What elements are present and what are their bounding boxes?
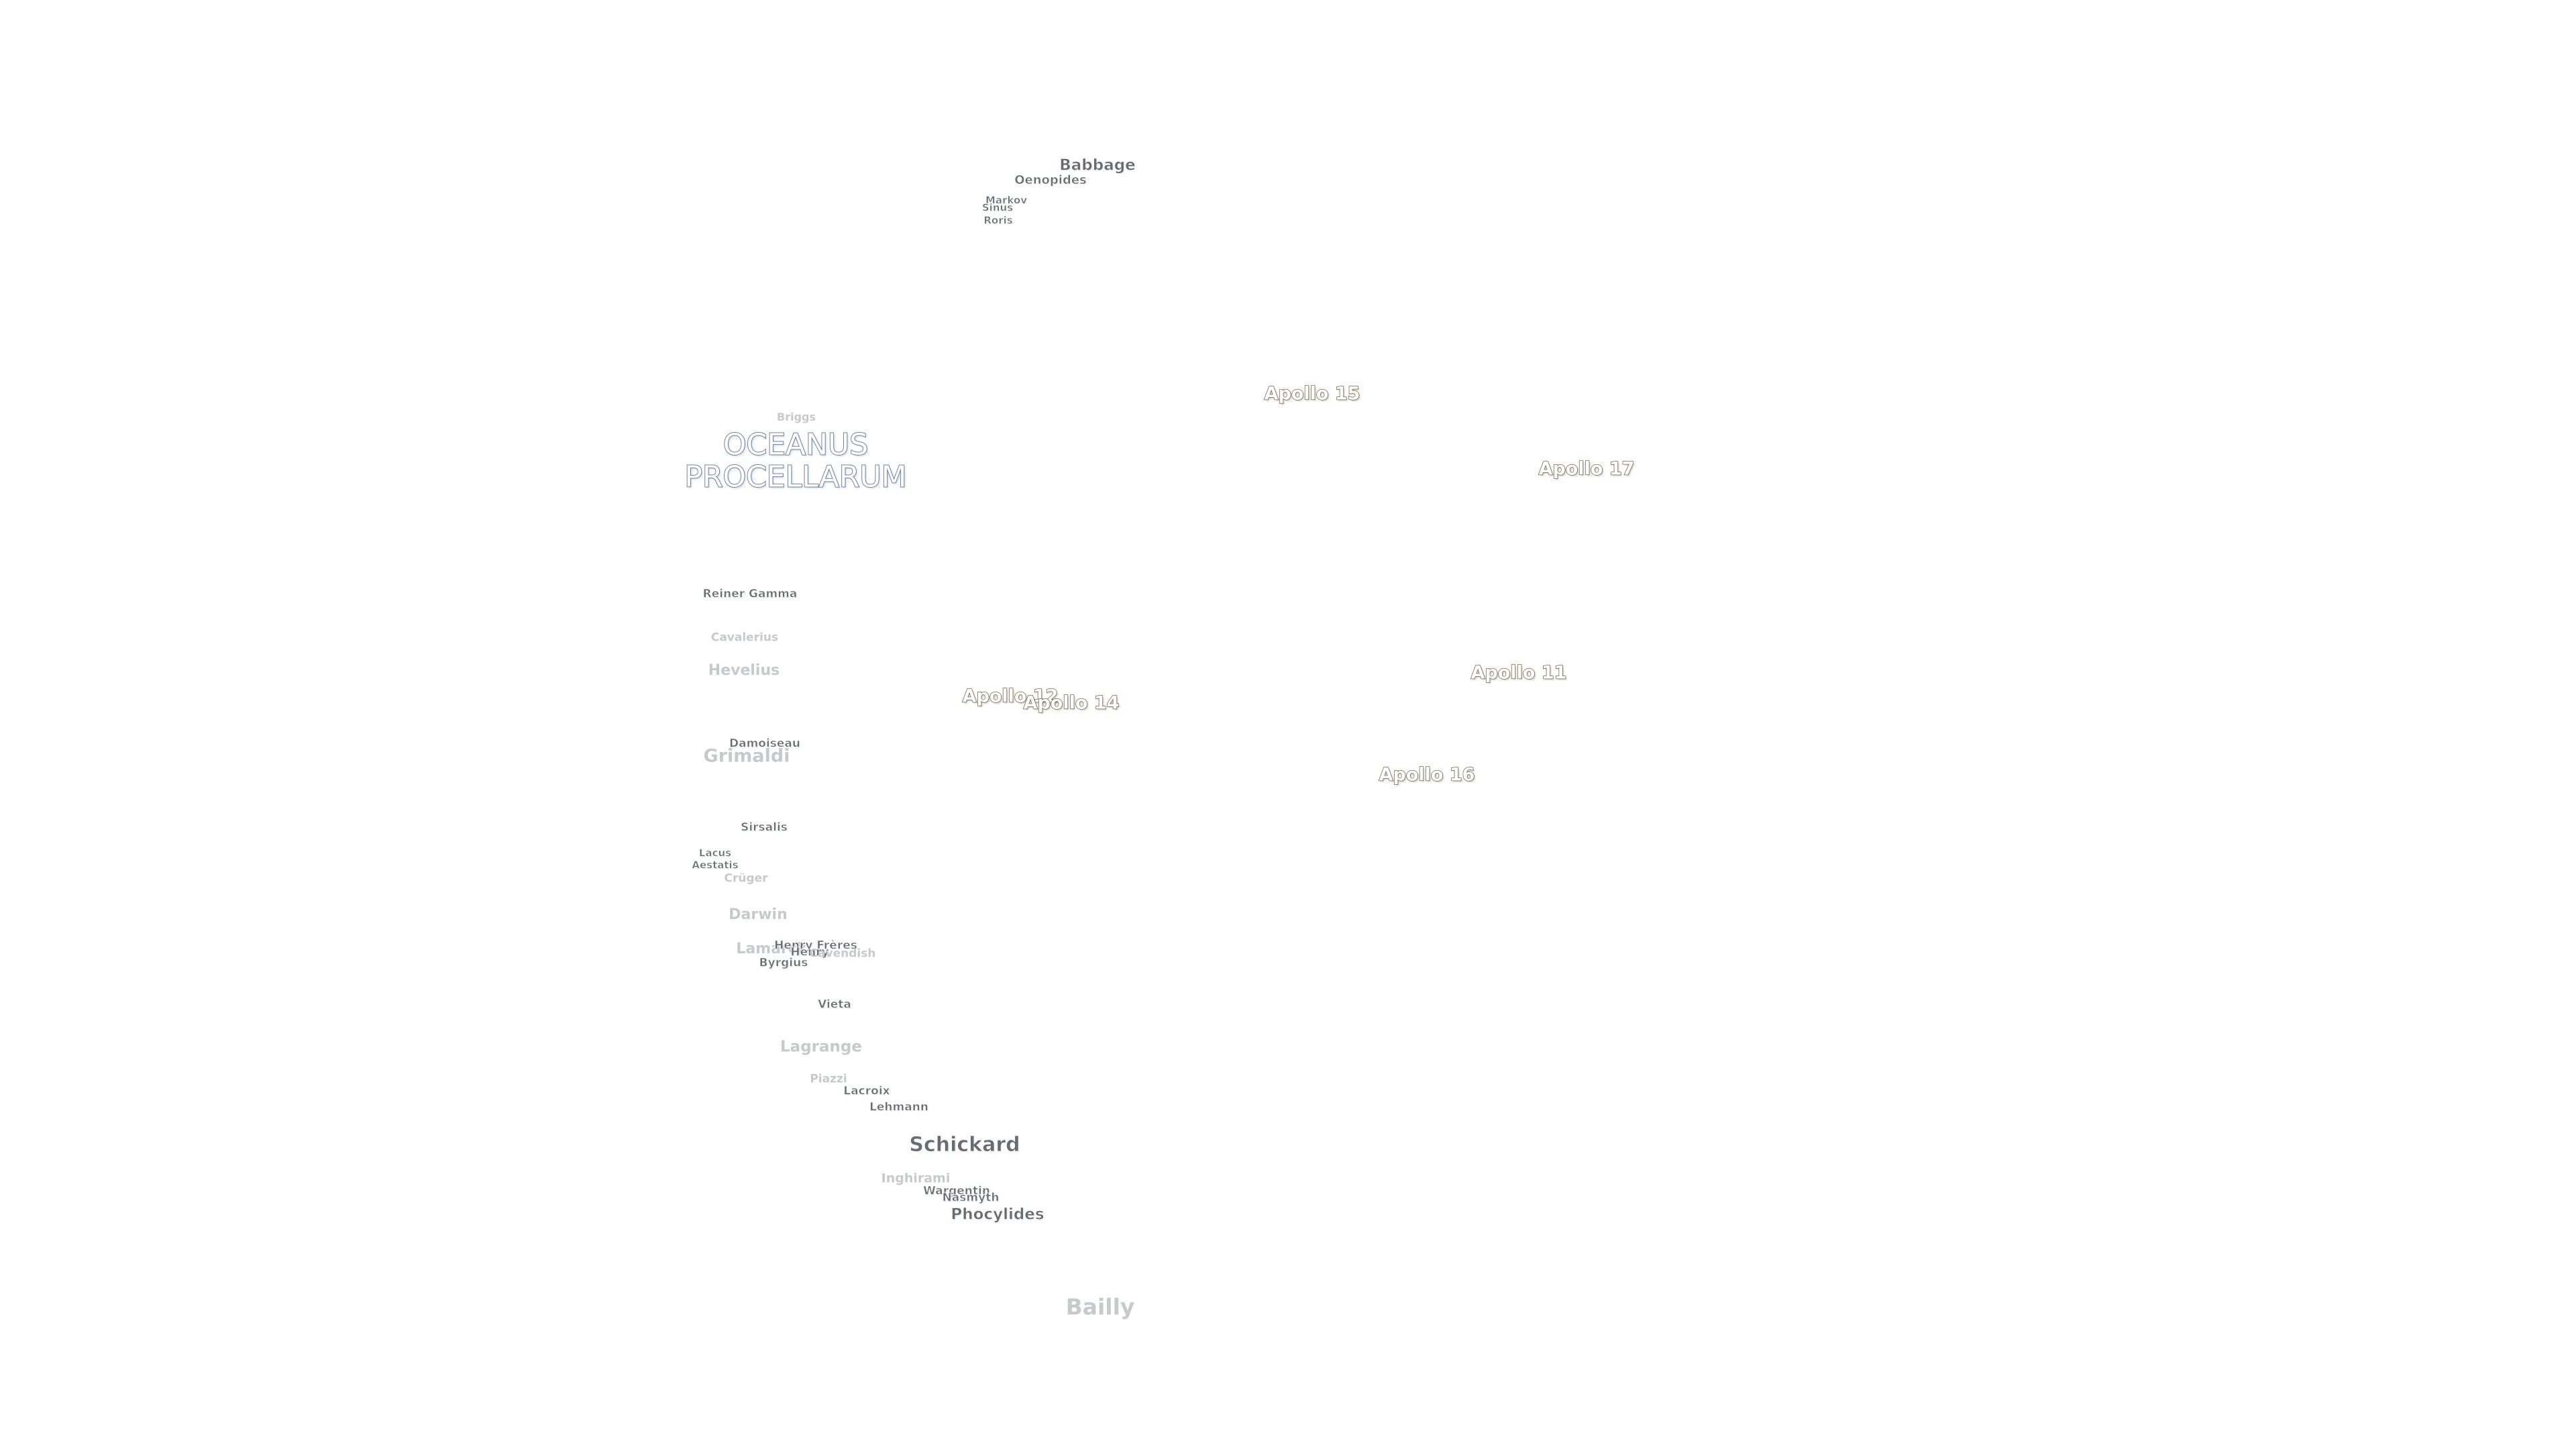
crater-darwin-label[interactable]: Darwin xyxy=(729,906,788,923)
aestatis-label[interactable]: Aestatis xyxy=(692,859,739,871)
crater-cruger-label[interactable]: Crüger xyxy=(724,871,768,885)
crater-lehmann-label[interactable]: Lehmann xyxy=(869,1100,928,1114)
apollo-17-label[interactable]: Apollo 17 xyxy=(1538,458,1635,480)
crater-hevelius-label[interactable]: Hevelius xyxy=(708,662,780,679)
apollo-14-label[interactable]: Apollo 14 xyxy=(1023,692,1120,714)
crater-lacroix-label[interactable]: Lacroix xyxy=(843,1084,890,1098)
lacus-label[interactable]: Lacus xyxy=(698,847,732,859)
crater-bailly-label[interactable]: Bailly xyxy=(1065,1293,1135,1320)
crater-markov-label[interactable]: Markov xyxy=(985,194,1028,207)
crater-sirsalis-label[interactable]: Sirsalis xyxy=(741,820,788,835)
crater-henry-freres-label[interactable]: Henry Frères xyxy=(774,938,857,953)
crater-henry-label[interactable]: Henry xyxy=(790,945,829,959)
crater-phocylides-label[interactable]: Phocylides xyxy=(951,1205,1044,1224)
crater-inghirami-label[interactable]: Inghirami xyxy=(881,1171,951,1186)
apollo-16-label[interactable]: Apollo 16 xyxy=(1379,764,1475,786)
oceanus-line1: OCEANUS xyxy=(722,427,869,462)
apollo-12-label[interactable]: Apollo 12 xyxy=(962,686,1059,707)
crater-babbage-label[interactable]: Babbage xyxy=(1059,156,1136,174)
roris-label[interactable]: Roris xyxy=(983,214,1013,227)
crater-nasmyth-label[interactable]: Nasmyth xyxy=(942,1191,1000,1205)
crater-damoiseau-label[interactable]: Damoiseau xyxy=(729,737,801,751)
crater-lagrange-label[interactable]: Lagrange xyxy=(780,1038,862,1056)
crater-briggs-label[interactable]: Briggs xyxy=(777,411,816,423)
crater-grimaldi-label[interactable]: Grimaldi xyxy=(703,745,790,767)
crater-piazzi-label[interactable]: Piazzi xyxy=(810,1072,847,1086)
oceanus-line2: PROCELLARUM xyxy=(684,460,907,494)
sinus-label[interactable]: Sinus xyxy=(981,201,1014,214)
crater-schickard-label[interactable]: Schickard xyxy=(909,1133,1020,1157)
apollo-11-label[interactable]: Apollo 11 xyxy=(1470,662,1567,684)
crater-cavalerius-label[interactable]: Cavalerius xyxy=(710,631,779,645)
crater-byrgius-label[interactable]: Byrgius xyxy=(759,956,808,970)
crater-vieta-label[interactable]: Vieta xyxy=(818,998,851,1012)
apollo-15-label[interactable]: Apollo 15 xyxy=(1264,383,1360,405)
crater-wargentin-label[interactable]: Wargentin xyxy=(923,1184,990,1198)
oceanus-procellarum-label: OCEANUS PROCELLARUM xyxy=(684,427,907,494)
crater-cavendish-label[interactable]: Cavendish xyxy=(809,947,876,961)
reiner-gamma-label[interactable]: Reiner Gamma xyxy=(702,587,798,601)
crater-oenopides-label[interactable]: Oenopides xyxy=(1014,173,1087,187)
crater-lamarck-label[interactable]: Lamarck xyxy=(736,941,807,957)
